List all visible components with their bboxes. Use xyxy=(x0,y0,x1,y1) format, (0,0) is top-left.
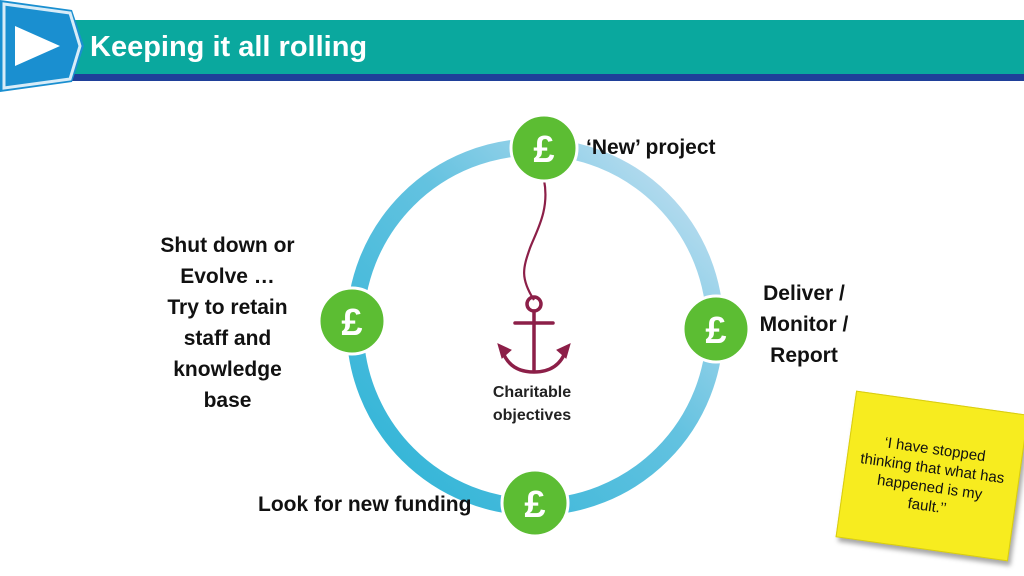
node-top: £ xyxy=(509,113,579,183)
pound-icon: £ xyxy=(524,484,545,526)
label-line: objectives xyxy=(492,407,572,424)
slide-title: Keeping it all rolling xyxy=(90,31,368,63)
header-underline xyxy=(70,74,1024,81)
label-line: base xyxy=(203,389,252,412)
label-new-project: ‘New’ project xyxy=(586,136,716,159)
label-line: Evolve … xyxy=(180,265,275,288)
pound-icon: £ xyxy=(533,129,554,171)
node-right: £ xyxy=(681,294,751,364)
label-shut-down-or-evolve: Shut down or Evolve … Try to retain staf… xyxy=(140,230,315,416)
anchor-rope xyxy=(523,179,547,301)
label-deliver-monitor-report: Deliver / Monitor / Report xyxy=(748,278,860,371)
label-line: Report xyxy=(770,344,838,367)
node-left: £ xyxy=(317,286,387,356)
label-line: Monitor / xyxy=(759,313,849,336)
label-line: Shut down or xyxy=(160,234,295,257)
label-line: Deliver / xyxy=(763,282,845,305)
label-line: knowledge xyxy=(173,358,282,381)
anchor-icon xyxy=(497,295,571,374)
pound-icon: £ xyxy=(341,302,362,344)
label-line: Charitable xyxy=(492,384,572,401)
label-look-for-funding: Look for new funding xyxy=(258,493,472,516)
node-bottom: £ xyxy=(500,468,570,538)
header-bar xyxy=(70,20,1024,74)
label-line: Try to retain xyxy=(167,296,288,319)
pound-icon: £ xyxy=(705,310,726,352)
play-arrow-icon xyxy=(0,0,84,92)
label-line: staff and xyxy=(183,327,272,350)
label-charitable-objectives: Charitable objectives xyxy=(476,381,588,427)
